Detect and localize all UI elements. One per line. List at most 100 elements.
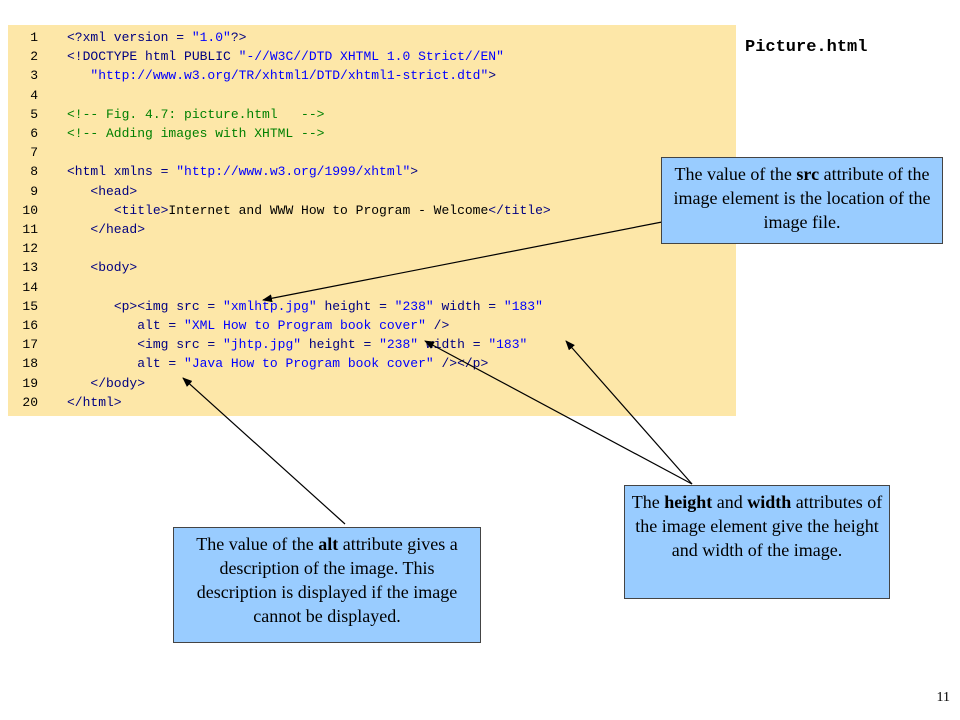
code-line: 3 "http://www.w3.org/TR/xhtml1/DTD/xhtml…: [8, 66, 496, 85]
callout-text: and: [712, 492, 748, 512]
code-line: 12: [8, 239, 67, 258]
line-number: 7: [30, 145, 38, 161]
line-number: 14: [22, 279, 38, 295]
filename-label: Picture.html: [745, 38, 868, 57]
code-token: <!DOCTYPE html PUBLIC: [67, 49, 239, 65]
code-line: 15 <p><img src = "xmlhtp.jpg" height = "…: [8, 297, 543, 316]
code-token: >: [488, 68, 497, 84]
line-number: 4: [30, 87, 38, 103]
line-number: 1: [30, 30, 38, 45]
line-number: 8: [30, 164, 38, 180]
code-line: 17 <img src = "jhtp.jpg" height = "238" …: [8, 335, 527, 354]
code-token: "http://www.w3.org/1999/xhtml": [176, 164, 411, 180]
callout-text: src: [796, 164, 820, 184]
code-token: alt =: [137, 318, 185, 333]
code-line: 6 <!-- Adding images with XHTML -->: [8, 124, 324, 143]
code-token: width =: [433, 298, 504, 314]
code-line: 1 <?xml version = "1.0"?>: [8, 28, 246, 47]
code-token: "238": [394, 298, 434, 314]
code-line: 7: [8, 143, 67, 162]
code-token: <img src =: [137, 337, 224, 353]
code-token: Internet and WWW How to Program - Welcom…: [168, 202, 489, 218]
code-token: </title>: [488, 202, 551, 218]
code-token: <!-- Fig. 4.7: picture.html -->: [67, 106, 325, 122]
page-number: 11: [936, 690, 950, 705]
line-number: 11: [22, 222, 38, 237]
callout-text: The: [631, 492, 665, 512]
code-token: "1.0": [191, 30, 231, 45]
line-number: 2: [30, 49, 38, 65]
code-token: </head>: [90, 222, 146, 237]
callout-text: attribute gives a description of the ima…: [196, 534, 458, 626]
code-token: "-//W3C//DTD XHTML 1.0 Strict//EN": [238, 49, 504, 65]
height-width-callout: The height and width attributes of the i…: [624, 485, 890, 599]
line-number: 6: [30, 126, 38, 141]
width-arrow: [565, 340, 693, 485]
line-number: 19: [22, 375, 38, 391]
src-callout: The value of the src attribute of the im…: [661, 157, 943, 244]
callout-text: height: [664, 492, 713, 512]
code-token: height =: [316, 298, 395, 314]
code-token: "Java How to Program book cover": [184, 356, 434, 372]
line-number: 10: [22, 202, 38, 218]
code-line: 20 </html>: [8, 393, 122, 412]
callout-text: The value of the: [196, 534, 319, 554]
code-token: >: [410, 164, 419, 180]
code-token: "238": [379, 337, 419, 353]
code-token: ?>: [230, 30, 247, 45]
line-number: 16: [22, 318, 38, 333]
code-token: <p><img src =: [113, 298, 224, 314]
line-number: 13: [22, 260, 38, 276]
code-listing: 1 <?xml version = "1.0"?> 2 <!DOCTYPE html …: [8, 25, 736, 416]
alt-callout: The value of the alt attribute gives a d…: [173, 527, 481, 643]
code-line: 10 <title>Internet and WWW How to Progra…: [8, 201, 551, 220]
code-line: 8 <html xmlns = "http://www.w3.org/1999/x…: [8, 162, 418, 181]
code-token: "183": [503, 298, 543, 314]
code-line: 13 <body>: [8, 258, 137, 277]
callout-text: alt: [318, 534, 339, 554]
code-line: 18 alt = "Java How to Program book cover…: [8, 354, 488, 373]
callout-text: attributes of the image element give the…: [635, 492, 883, 560]
code-line: 5 <!-- Fig. 4.7: picture.html -->: [8, 105, 324, 124]
code-line: 19 </body>: [8, 374, 145, 393]
code-line: 4: [8, 86, 67, 105]
code-token: <!-- Adding images with XHTML -->: [67, 126, 325, 141]
src-arrow: [262, 221, 663, 303]
code-token: alt =: [137, 356, 185, 372]
code-token: "183": [488, 337, 528, 353]
code-token: </html>: [67, 394, 122, 410]
code-token: <title>: [113, 202, 169, 218]
code-line: 14: [8, 278, 67, 297]
code-token: "http://www.w3.org/TR/xhtml1/DTD/xhtml1-…: [90, 68, 489, 84]
line-number: 15: [22, 298, 38, 314]
height-arrow: [424, 340, 693, 485]
line-number: 3: [30, 68, 38, 84]
code-token: <html xmlns =: [67, 164, 177, 180]
code-token: "XML How to Program book cover": [184, 318, 426, 333]
code-token: </body>: [90, 375, 146, 391]
code-token: "jhtp.jpg": [223, 337, 302, 353]
line-number: 5: [30, 106, 38, 122]
code-token: <body>: [90, 260, 138, 276]
line-number: 12: [22, 241, 38, 257]
code-line: 11 </head>: [8, 220, 145, 239]
code-line: 2 <!DOCTYPE html PUBLIC "-//W3C//DTD XHTM…: [8, 47, 504, 66]
code-token: <head>: [90, 183, 138, 199]
callout-text: The value of the: [674, 164, 797, 184]
alt-arrow: [182, 377, 346, 525]
code-line: 9 <head>: [8, 182, 137, 201]
code-line: 16 alt = "XML How to Program book cover"…: [8, 316, 449, 335]
line-number: 20: [22, 394, 38, 410]
code-token: />: [425, 318, 450, 333]
line-number: 17: [22, 337, 38, 353]
code-token: <?xml version =: [67, 30, 192, 45]
callout-text: width: [747, 492, 792, 512]
code-token: width =: [418, 337, 489, 353]
code-token: "xmlhtp.jpg": [223, 298, 317, 314]
callout-text: attribute of the image element is the lo…: [673, 164, 931, 232]
code-token: /></p>: [433, 356, 489, 372]
code-token: height =: [301, 337, 380, 353]
line-number: 18: [22, 356, 38, 372]
line-number: 9: [30, 183, 38, 199]
